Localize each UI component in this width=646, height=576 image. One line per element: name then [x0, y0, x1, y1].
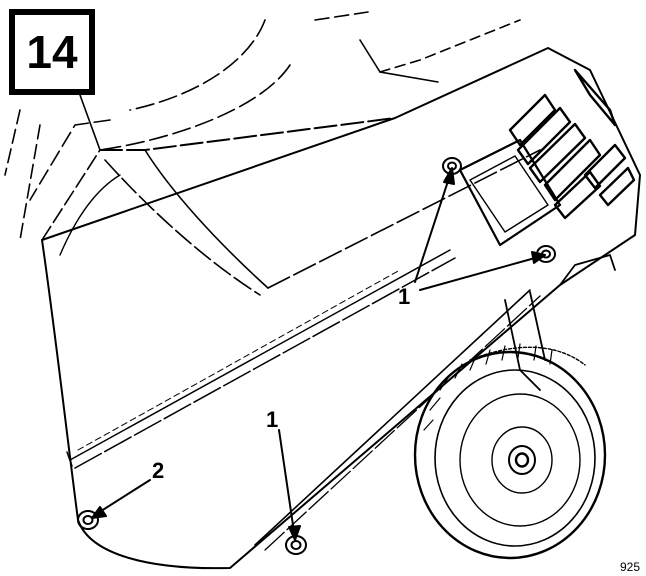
callout-label-lower-center: 1: [266, 407, 279, 432]
callout-label-lower-left: 2: [152, 458, 165, 483]
callout-label-upper-right: 1: [398, 284, 411, 309]
wheel-axle-arm: [469, 254, 616, 391]
vent-slots: [508, 68, 636, 220]
cover-edge-lines: [66, 249, 541, 551]
wheel: [413, 343, 607, 560]
bolt-lower-left: [77, 510, 99, 530]
callout-arrows: [91, 167, 546, 541]
side-cover-panel: [41, 47, 641, 570]
access-panel: [458, 138, 562, 247]
step-number: 14: [26, 26, 78, 78]
figure-reference-number: 925: [619, 560, 640, 574]
step-number-box: 14: [9, 9, 95, 95]
machine-top-outline: [4, 11, 521, 241]
